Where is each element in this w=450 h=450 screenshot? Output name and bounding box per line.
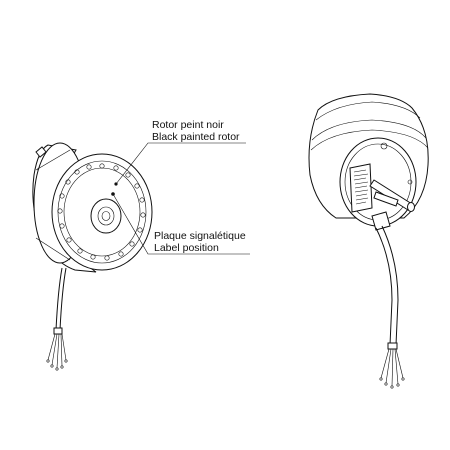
rotor-bolt-ring: [57, 163, 146, 261]
rear-view-cable: [375, 227, 393, 346]
label-position-en: Label position: [154, 242, 219, 254]
front-view-wires: [46, 333, 68, 371]
rear-view-wires: [379, 348, 405, 389]
rotor-leader-line: [115, 142, 246, 185]
label-position-fr: Plaque signalétique: [154, 230, 246, 242]
rotor-hub: [90, 198, 122, 234]
nameplate: [349, 163, 373, 213]
shaft: [369, 179, 415, 212]
front-view-cable: [55, 267, 63, 331]
label-position-callout: Plaque signalétique Label position: [112, 193, 250, 255]
label-leader-line: [112, 193, 250, 255]
rotor-label-fr: Rotor peint noir: [152, 119, 224, 131]
rear-view-motor: [308, 93, 429, 389]
rotor-callout: Rotor peint noir Black painted rotor: [114, 119, 246, 186]
front-view-motor: [32, 142, 153, 371]
rotor-label-en: Black painted rotor: [152, 131, 240, 143]
